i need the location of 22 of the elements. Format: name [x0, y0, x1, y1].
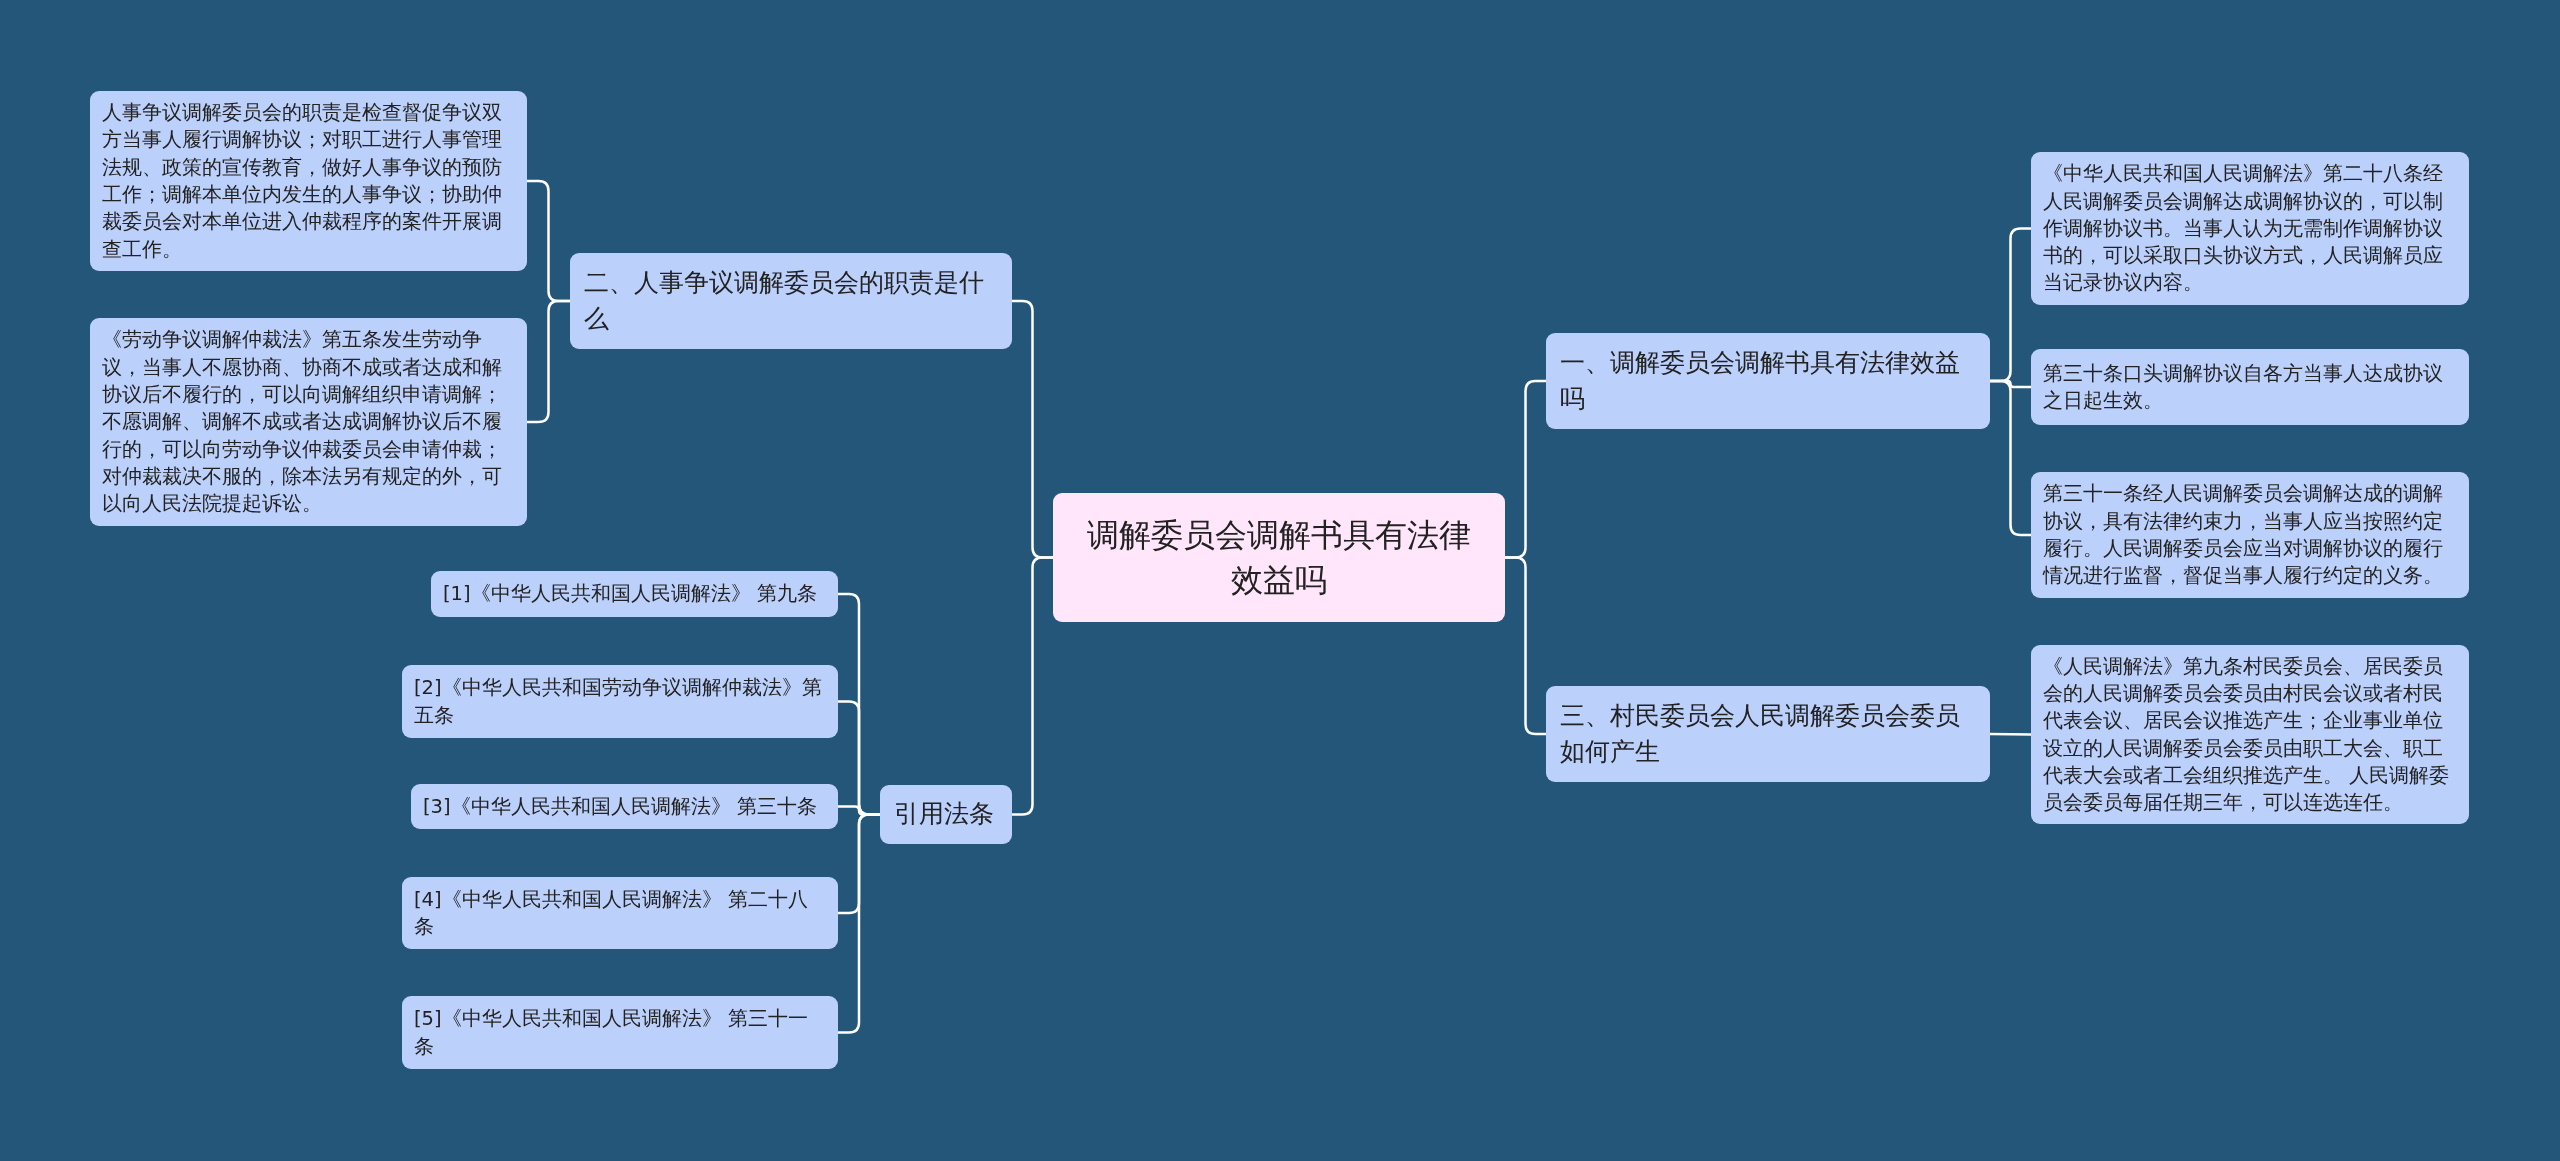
note-box: [5]《中华人民共和国人民调解法》 第三十一条 — [402, 996, 838, 1069]
note-box: [4]《中华人民共和国人民调解法》 第二十八条 — [402, 877, 838, 949]
connector-line — [1505, 556, 1546, 736]
note-box: 《中华人民共和国人民调解法》第二十八条经人民调解委员会调解达成调解协议的，可以制作调解协议书。当事人认为无需制作调解协议书的，可以采取口头协议方式，人民调解员应当记录协议内容。 — [2031, 152, 2469, 305]
topic-box: 一、调解委员会调解书具有法律效益吗 — [1546, 333, 1990, 429]
connector-line — [527, 299, 570, 424]
note-box: 第三十条口头调解协议自各方当事人达成协议之日起生效。 — [2031, 349, 2469, 425]
note-box: [2]《中华人民共和国劳动争议调解仲裁法》第五条 — [402, 665, 838, 738]
note-box: 《劳动争议调解仲裁法》第五条发生劳动争议，当事人不愿协商、协商不成或者达成和解协议后不履行的，可以向调解组织申请调解；不愿调解、调解不成或者达成调解协议后不履行的，可以向劳动争议仲裁委员会申请仲裁；对仲裁裁决不服的，除本法另有规定的外，可以向人民法院提起诉讼。 — [90, 318, 527, 526]
central-topic-box: 调解委员会调解书具有法律效益吗 — [1053, 493, 1505, 622]
connector-line — [1012, 556, 1053, 816]
note-box: 人事争议调解委员会的职责是检查督促争议双方当事人履行调解协议；对职工进行人事管理法规、政策的宣传教育，做好人事争议的预防工作；调解本单位内发生的人事争议；协助仲裁委员会对本单位进入仲裁程序的案件开展调查工作。 — [90, 91, 527, 271]
note-box: 《人民调解法》第九条村民委员会、居民委员会的人民调解委员会委员由村民会议或者村民代表会议、居民会议推选产生；企业事业单位设立的人民调解委员会委员由职工大会、职工代表大会或者工会组织推选产生。 人民调解委员会委员每届任期三年，可以连选连任。 — [2031, 645, 2469, 824]
connector-line — [1990, 379, 2031, 537]
note-box: [1]《中华人民共和国人民调解法》 第九条 — [431, 571, 838, 617]
topic-box: 三、村民委员会人民调解委员会委员如何产生 — [1546, 686, 1990, 782]
topic-box: 二、人事争议调解委员会的职责是什么 — [570, 253, 1012, 349]
connector-line — [838, 813, 880, 1034]
note-box: 第三十一条经人民调解委员会调解达成的调解协议，具有法律约束力，当事人应当按照约定履行。人民调解委员会应当对调解协议的履行情况进行监督，督促当事人履行约定的义务。 — [2031, 472, 2469, 598]
topic-box: 引用法条 — [880, 785, 1012, 844]
connector-line — [1990, 732, 2031, 736]
note-box: [3]《中华人民共和国人民调解法》 第三十条 — [411, 784, 838, 829]
